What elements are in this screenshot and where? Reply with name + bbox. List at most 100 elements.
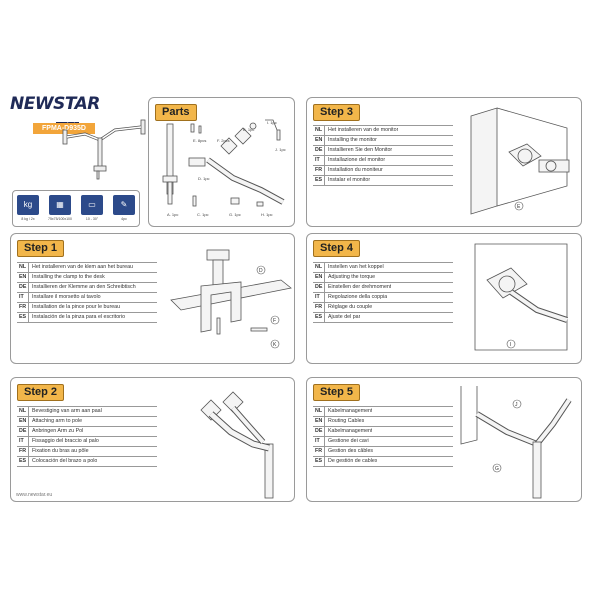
instruction-text: Instellen van het koppel bbox=[328, 264, 384, 270]
callout-label: J bbox=[515, 402, 518, 408]
instruction-text: Colocación del brazo a polo bbox=[32, 458, 98, 464]
lang-code: DE bbox=[17, 427, 29, 436]
part-label: E. 8pcs bbox=[193, 138, 207, 143]
screen-size-icon: ▭ bbox=[81, 195, 103, 215]
lang-code: NL bbox=[313, 263, 325, 272]
step1-title: Step 1 bbox=[17, 240, 65, 257]
weight-icon: kg bbox=[17, 195, 39, 215]
lang-code: ES bbox=[17, 457, 29, 466]
instruction-text: Installing the clamp to the desk bbox=[32, 274, 105, 280]
specs-box: kg 8 kg / 2x ▦ 75x75/100x100 ▭ 10 - 30" … bbox=[12, 190, 140, 227]
product-overview-drawing bbox=[62, 119, 146, 180]
instruction-text: Regolazione della coppia bbox=[328, 294, 388, 300]
instruction-text: Anbringen Arm zu Pol bbox=[32, 428, 84, 434]
vesa-icon: ▦ bbox=[49, 195, 71, 215]
step4-title: Step 4 bbox=[313, 240, 361, 257]
part-label: J. 1pc bbox=[275, 147, 286, 152]
callout-label: G bbox=[495, 466, 499, 472]
spec-label-tools: 4pc bbox=[121, 217, 127, 221]
footer-url[interactable]: www.newstar.eu bbox=[16, 492, 53, 498]
lang-code: FR bbox=[313, 303, 325, 312]
lang-code: NL bbox=[313, 126, 325, 135]
lang-code: IT bbox=[17, 437, 29, 446]
part-label: A. 1pc bbox=[167, 212, 179, 217]
part-label: G. 1pc bbox=[229, 212, 241, 217]
lang-code: ES bbox=[17, 313, 29, 322]
lang-code: IT bbox=[313, 437, 325, 446]
spec-label-weight: 8 kg / 2x bbox=[21, 217, 35, 221]
lang-code: NL bbox=[17, 407, 29, 416]
instruction-text: Installieren der Klemme an den Schreibti… bbox=[32, 284, 136, 290]
instruction-text: De gestión de cables bbox=[328, 458, 378, 464]
lang-code: EN bbox=[313, 136, 325, 145]
instruction-text: Installazione del monitor bbox=[328, 157, 386, 163]
model-number: FPMA-D935D bbox=[33, 123, 95, 134]
lang-code: FR bbox=[313, 166, 325, 175]
instruction-text: Routing Cables bbox=[328, 418, 365, 424]
parts-panel: Parts A. 1pc B. 1pc C. 1pc D. bbox=[148, 97, 295, 227]
lang-code: FR bbox=[313, 447, 325, 456]
lang-code: DE bbox=[17, 283, 29, 292]
instruction-text: Adjusting the torque bbox=[328, 274, 376, 280]
lang-code: ES bbox=[313, 176, 325, 185]
instruction-text: Installieren Sie den Monitor bbox=[328, 147, 393, 153]
part-label: I. 1pc bbox=[267, 120, 277, 125]
lang-code: FR bbox=[17, 303, 29, 312]
callout-label: F bbox=[273, 318, 276, 324]
step5-title: Step 5 bbox=[313, 384, 361, 401]
part-label: F. 2pcs bbox=[217, 138, 230, 143]
lang-code: IT bbox=[313, 156, 325, 165]
step3-drawing: E bbox=[470, 107, 570, 215]
instruction-text: Gestione dei cavi bbox=[328, 438, 369, 444]
lang-code: DE bbox=[313, 283, 325, 292]
instruction-text: Einstellen der drehmoment bbox=[328, 284, 392, 290]
step4-drawing: I bbox=[474, 243, 568, 351]
lang-code: EN bbox=[17, 273, 29, 282]
instruction-text: Installation de la pince pour le bureau bbox=[32, 304, 121, 310]
callout-label: I bbox=[510, 342, 511, 348]
lang-code: NL bbox=[313, 407, 325, 416]
spec-label-vesa: 75x75/100x100 bbox=[48, 217, 72, 221]
callout-label: K bbox=[273, 342, 277, 348]
parts-drawing bbox=[162, 119, 285, 207]
step5-drawing: J G bbox=[460, 386, 572, 499]
instruction-text: Kabelmanagement bbox=[328, 428, 373, 434]
instruction-text: Gestion des câbles bbox=[328, 448, 374, 454]
lang-code: IT bbox=[17, 293, 29, 302]
callout-label: D bbox=[259, 268, 263, 274]
instruction-text: Fixation du bras au pôle bbox=[32, 448, 89, 454]
instruction-text: Installare il morsetto al tavolo bbox=[32, 294, 101, 300]
lang-code: IT bbox=[313, 293, 325, 302]
lang-code: DE bbox=[313, 146, 325, 155]
lang-code: EN bbox=[313, 417, 325, 426]
step3-title: Step 3 bbox=[313, 104, 361, 121]
part-label: B. 1pc bbox=[243, 127, 255, 132]
instruction-text: Het installeren van de monitor bbox=[328, 127, 399, 133]
parts-title: Parts bbox=[155, 104, 197, 121]
lang-code: ES bbox=[313, 313, 325, 322]
part-label: H. 1pc bbox=[261, 212, 273, 217]
instruction-text: Bevestiging van arm aan paal bbox=[32, 408, 102, 414]
brand-name: NEWSTAR bbox=[10, 94, 100, 114]
instruction-text: Het installeren van de klem aan het bure… bbox=[32, 264, 133, 270]
instruction-text: Installing the monitor bbox=[328, 137, 377, 143]
instruction-text: Instalar el monitor bbox=[328, 177, 371, 183]
lang-code: EN bbox=[17, 417, 29, 426]
lang-code: ES bbox=[313, 457, 325, 466]
tool-icon: ✎ bbox=[113, 195, 135, 215]
lang-code: DE bbox=[313, 427, 325, 436]
instruction-text: Kabelmanagement bbox=[328, 408, 373, 414]
spec-label-screen: 10 - 30" bbox=[85, 217, 99, 221]
instruction-text: Ajuste del par bbox=[328, 314, 361, 320]
instruction-text: Installation du moniteur bbox=[328, 167, 383, 173]
